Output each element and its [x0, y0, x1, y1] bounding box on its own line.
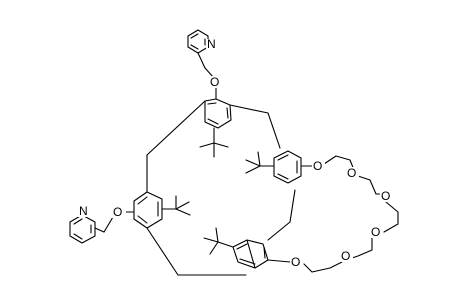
crown-oxygen-4: O	[371, 225, 380, 239]
crown-oxygen-3: O	[381, 189, 390, 203]
aryl-ring-left	[133, 191, 163, 229]
bridge-left-bottom	[146, 227, 179, 276]
bridge-upper-right	[229, 104, 269, 114]
aryl-o-bond-bottom	[267, 259, 291, 263]
atom-o-left: O	[113, 205, 122, 219]
aryl-ring-bottom	[232, 239, 269, 269]
tert-butyl-left	[175, 195, 191, 216]
tert-butyl-bottom	[203, 227, 219, 255]
pyridine-ring-top	[187, 29, 209, 54]
crown-ether-chain	[303, 155, 399, 273]
pyridine-ring-left	[69, 214, 96, 244]
tert-butyl-right	[245, 151, 261, 174]
ch2-bond-top	[197, 52, 206, 69]
atom-n-top: N	[207, 37, 216, 51]
bridge-upper-right-b	[267, 112, 281, 149]
aryl-ring-upper	[204, 98, 232, 129]
crown-oxygen-5: O	[341, 249, 350, 263]
tbu-bond-bottom	[217, 241, 234, 248]
aryl-ring-right	[273, 150, 302, 184]
bridge-right-mid-b	[267, 221, 291, 241]
tert-butyl-upper	[199, 142, 229, 158]
crown-oxygen-2: O	[347, 166, 356, 180]
atom-n-left: N	[79, 204, 88, 218]
ch2-pyridine-bond-left	[94, 227, 105, 233]
bridge-right-mid	[289, 189, 296, 223]
o-ch2-bond-left	[103, 216, 114, 233]
crown-oxygen-6: O	[291, 255, 300, 269]
bridge-upper-left	[146, 100, 206, 156]
atom-o-top: O	[210, 75, 219, 89]
crown-oxygen-1: O	[313, 159, 322, 173]
atom-labels: O N O N O O O O O O	[78, 37, 393, 269]
